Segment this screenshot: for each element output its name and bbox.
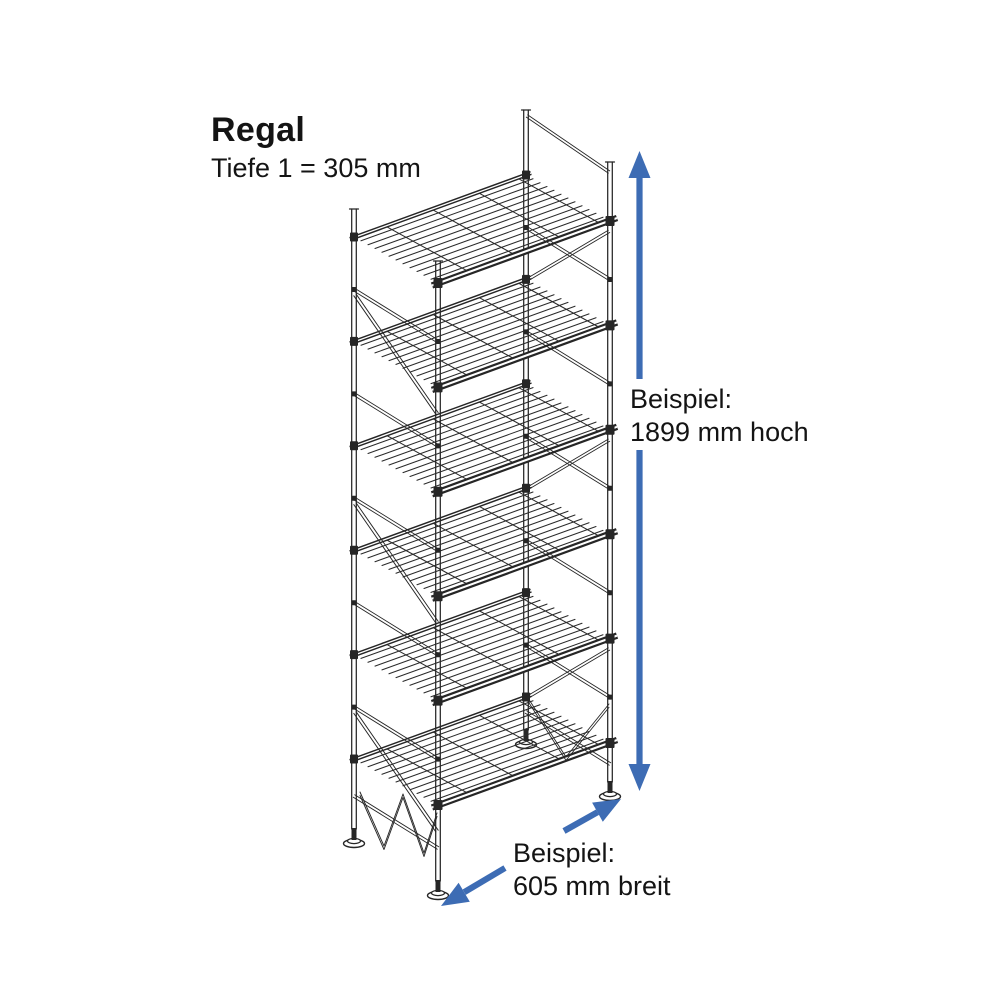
height-arrow-icon [628,151,651,791]
width-dimension-label: Beispiel: 605 mm breit [513,837,671,903]
shelf-6 [349,693,619,811]
rack-frame-left [348,208,444,882]
page-title: Regal [211,111,306,149]
depth-spec-label: Tiefe 1 = 305 mm [211,153,421,184]
shelf-1 [349,171,619,289]
shelf-2 [349,275,619,393]
title-block: Regal Tiefe 1 = 305 mm [211,111,421,186]
height-label-line1: Beispiel: [630,384,733,414]
shelf-5 [349,588,619,707]
rack-frame-right [524,114,616,783]
shelf-3 [349,379,619,498]
height-label-line2: 1899 mm hoch [630,417,809,447]
height-dimension-label: Beispiel: 1899 mm hoch [630,383,809,449]
width-label-line1: Beispiel: [513,838,616,868]
width-label-line2: 605 mm breit [513,871,671,901]
shelf-4 [349,484,619,602]
width-arrow-icon [441,799,621,906]
